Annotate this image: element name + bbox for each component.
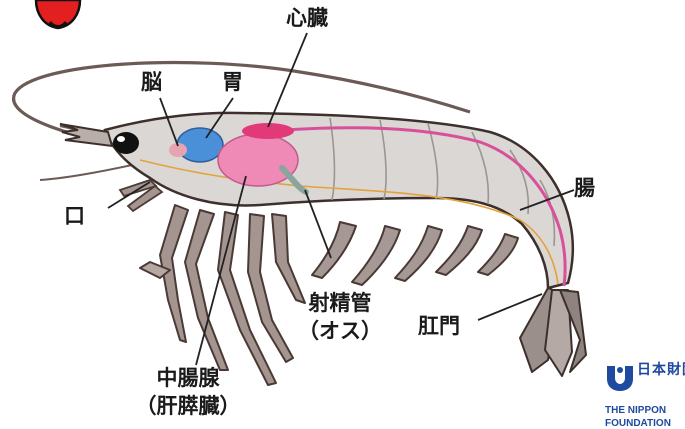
walking-legs	[140, 205, 305, 385]
tail-fan	[520, 288, 586, 376]
anus-label: 肛門	[418, 316, 460, 337]
midgut-gland-label-main: 中腸腺	[128, 364, 248, 392]
midgut-gland-label-note: （肝膵臓）	[128, 392, 248, 420]
eye	[113, 132, 139, 154]
ejaculatory-duct-label-note: （オス）	[297, 317, 383, 345]
ejaculatory-duct-label-main: 射精管	[297, 289, 383, 317]
mouthparts	[120, 180, 162, 211]
ejaculatory-duct-label: 射精管 （オス）	[297, 289, 383, 346]
heart-label: 心臓	[286, 8, 328, 29]
intestine-label: 腸	[574, 178, 595, 199]
brain-label: 脳	[141, 72, 162, 93]
nippon-foundation-logo: 日本財団 THE NIPPON FOUNDATION	[605, 360, 685, 428]
midgut-gland-label: 中腸腺 （肝膵臓）	[128, 364, 248, 421]
mouth-label: 口	[64, 206, 85, 227]
midgut-gland	[218, 134, 298, 186]
mascot-partial	[36, 0, 80, 28]
foundation-emblem-icon	[605, 362, 635, 392]
stomach-label: 胃	[222, 72, 243, 93]
rostrum	[60, 124, 112, 146]
swimmerets	[312, 222, 518, 285]
logo-kanji: 日本財団	[637, 362, 685, 376]
logo-name-line1: THE NIPPON	[605, 406, 666, 416]
